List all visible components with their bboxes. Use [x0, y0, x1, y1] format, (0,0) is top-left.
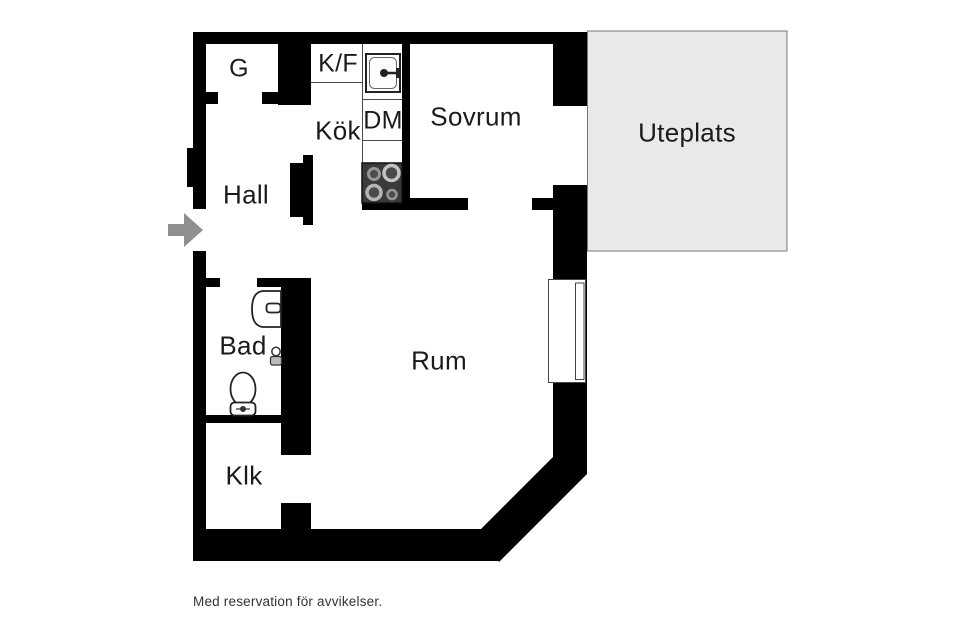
wall-hall-bracket [290, 155, 313, 225]
wall-bad-bar [281, 278, 311, 455]
burner-top-left [367, 167, 381, 181]
room-label-uteplats: Uteplats [638, 117, 736, 148]
wall-left-lower [193, 251, 206, 561]
wall-bottom [193, 529, 500, 561]
wall-sovrum-bottom-left [408, 198, 468, 210]
wall-kok-sovrum [402, 44, 410, 210]
room-label-bad: Bad [219, 330, 267, 361]
bathroom-valve-base [269, 355, 283, 366]
window-glass-line [575, 282, 585, 380]
entrance-arrow-icon [168, 213, 203, 247]
room-label-sovrum: Sovrum [430, 101, 522, 132]
burner-top-right [382, 163, 401, 183]
wall-top [193, 32, 587, 44]
wall-chamfer [481, 457, 587, 562]
wall-bad-top-right [257, 278, 281, 287]
burner-bottom-left [365, 183, 383, 202]
room-label-g: G [229, 54, 249, 83]
wall-sovrum-bottom-right [532, 198, 553, 210]
label-dishwasher: DM [363, 106, 403, 135]
wall-g-right-stub [262, 92, 278, 104]
kitchen-sink-drain [380, 69, 388, 77]
wall-bad-bottom [205, 415, 281, 423]
disclaimer-text: Med reservation för avvikelser. [193, 594, 383, 609]
toilet-bowl [229, 371, 257, 407]
wall-klk-stub [281, 503, 311, 530]
room-label-rum: Rum [411, 345, 467, 376]
room-label-hall: Hall [223, 179, 269, 210]
wall-right-upper [553, 44, 587, 106]
bathroom-valve [271, 346, 281, 357]
wall-g-left-stub [193, 92, 218, 104]
wall-bad-top-left [193, 278, 220, 287]
uteplats-area [587, 30, 788, 252]
wall-g-bar [278, 44, 311, 105]
wall-under-stove [362, 202, 410, 210]
wall-left-pilaster [187, 148, 206, 187]
burner-bottom-right [386, 188, 398, 201]
label-fridge-freezer: K/F [318, 49, 358, 78]
window [548, 279, 586, 383]
bathroom-sink-tap [265, 302, 282, 314]
bathroom-fixtures [229, 290, 283, 417]
kitchen-sink-tap [396, 68, 400, 78]
room-label-kok: Kök [315, 115, 361, 146]
room-label-klk: Klk [225, 460, 263, 491]
stove [361, 162, 403, 204]
kitchen-sink [365, 53, 401, 93]
